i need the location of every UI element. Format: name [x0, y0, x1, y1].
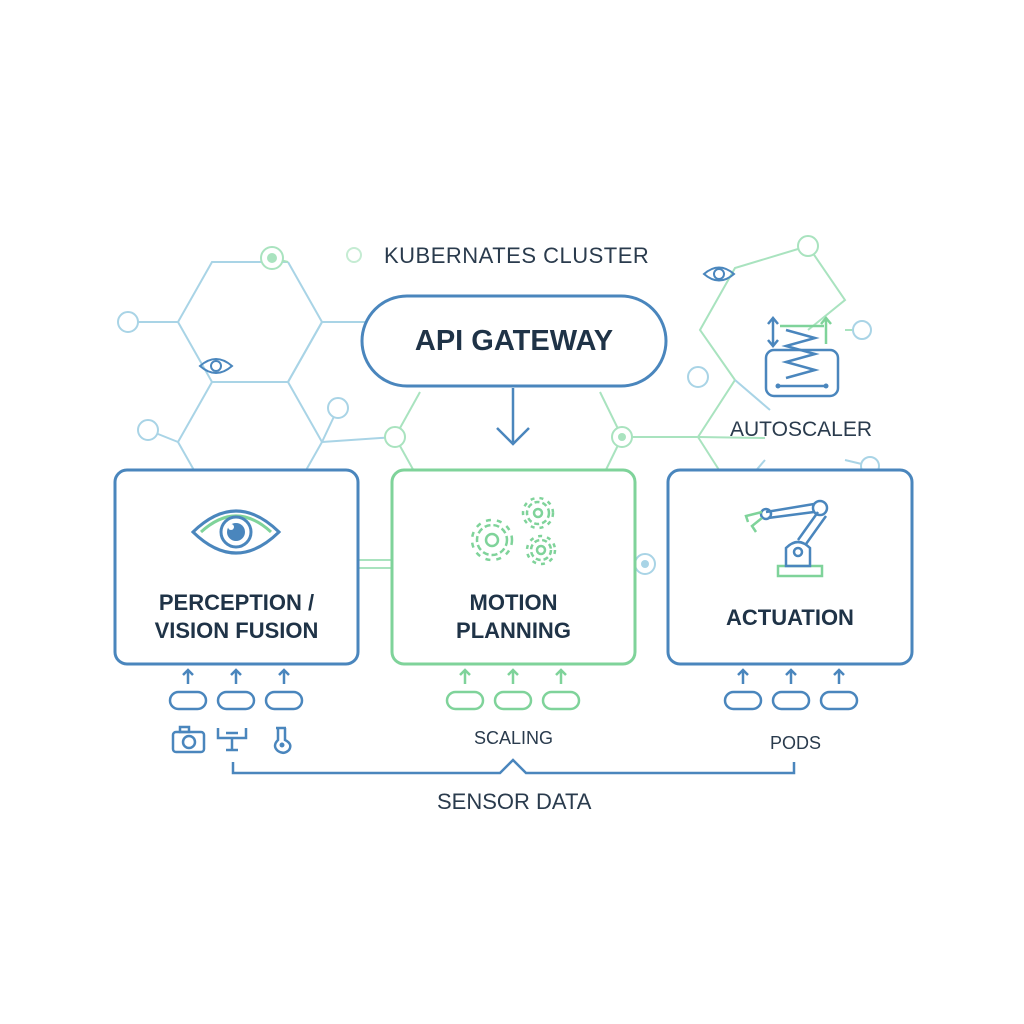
autoscaler-spring-icon: [764, 316, 840, 398]
temperature-probe-icon: [273, 726, 292, 754]
perception-pods: [168, 668, 304, 711]
gateway-arrow: [496, 388, 530, 446]
perception-service-box: [113, 468, 360, 666]
eye-icon: [190, 509, 282, 555]
perception-label-line-2: VISION FUSION: [154, 618, 319, 643]
mesh-eye-icon-right: [702, 266, 736, 282]
actuation-label-line-1: ACTUATION: [726, 605, 854, 630]
motion-planning-service-box: [390, 468, 637, 666]
gears-icon: [470, 496, 557, 566]
perception-label-line-1: PERCEPTION /: [158, 590, 315, 615]
sensor-data-label: SENSOR DATA: [437, 789, 592, 814]
autoscaler-label: AUTOSCALER: [730, 418, 872, 441]
perception-service-label: PERCEPTION / VISION FUSION: [115, 589, 358, 645]
mesh-eye-icon-left: [198, 358, 234, 374]
sensor-data-bracket: [231, 758, 796, 775]
motion-planning-pods: [445, 668, 581, 711]
scaling-label: SCALING: [474, 728, 554, 748]
camera-icon: [171, 725, 206, 754]
actuation-pods: [723, 668, 859, 711]
cluster-title: KUBERNATES CLUSTER: [384, 243, 650, 268]
motion-planning-service-label: MOTION PLANNING: [392, 589, 635, 645]
robot-arm-icon: [744, 499, 829, 578]
pods-label: PODS: [770, 733, 822, 753]
lidar-icon: [216, 728, 248, 752]
api-gateway-label: API GATEWAY: [414, 325, 614, 357]
motion-label-line-1: MOTION: [469, 590, 558, 615]
actuation-service-label: ACTUATION: [668, 604, 912, 632]
api-gateway-node: [360, 294, 668, 388]
motion-label-line-2: PLANNING: [456, 618, 571, 643]
